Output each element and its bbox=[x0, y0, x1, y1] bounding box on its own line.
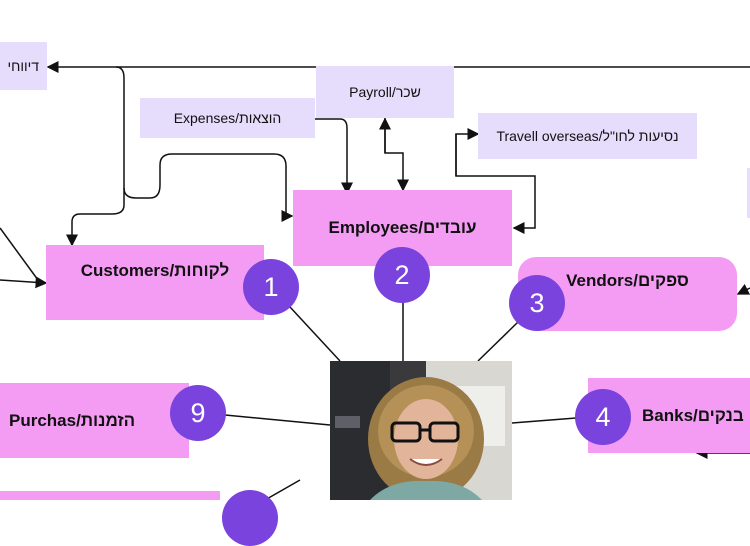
node-bottom-partial bbox=[0, 491, 220, 500]
node-employees-label: Employees/עובדים bbox=[328, 218, 477, 237]
number-badge-3-label: 3 bbox=[529, 287, 545, 318]
node-purchases: Purchas/הזמנות bbox=[0, 383, 189, 458]
node-expenses: Expenses/הוצאות bbox=[140, 98, 315, 138]
node-travel: Travell overseas/נסיעות לחו"ל bbox=[478, 113, 697, 159]
node-travel-label: Travell overseas/נסיעות לחו"ל bbox=[496, 128, 679, 144]
node-payroll: Payroll/שכר bbox=[316, 66, 454, 118]
number-badge-1: 1 bbox=[243, 259, 299, 315]
node-reports-label: דיווחי bbox=[7, 58, 39, 74]
number-badge-3: 3 bbox=[509, 275, 565, 331]
node-reports: דיווחי bbox=[0, 42, 47, 90]
arrow-to-travel bbox=[455, 128, 480, 176]
arrow-payroll-to-employees bbox=[384, 118, 409, 192]
number-badge-partial bbox=[222, 490, 278, 546]
number-badge-9: 9 bbox=[170, 385, 226, 441]
arrow-left-to-customers bbox=[0, 276, 48, 289]
profile-photo bbox=[330, 361, 512, 500]
node-banks-label: Banks/בנקים bbox=[642, 405, 744, 425]
number-badge-2-label: 2 bbox=[394, 259, 410, 290]
number-badge-4-label: 4 bbox=[595, 401, 611, 432]
node-expenses-label: Expenses/הוצאות bbox=[173, 110, 282, 126]
arrow-to-customers bbox=[66, 66, 125, 247]
number-badge-2: 2 bbox=[374, 247, 430, 303]
node-vendors-label: Vendors/ספקים bbox=[566, 271, 689, 290]
number-badge-4: 4 bbox=[575, 389, 631, 445]
number-badge-9-label: 9 bbox=[190, 397, 206, 428]
arrow-to-vendors bbox=[736, 283, 750, 295]
arrow-expenses-to-employees bbox=[310, 118, 353, 195]
node-customers-label: Customers/לקוחות bbox=[80, 261, 230, 280]
node-purchases-label: Purchas/הזמנות bbox=[9, 410, 136, 430]
number-badge-1-label: 1 bbox=[263, 271, 279, 302]
portrait-illustration bbox=[330, 361, 512, 500]
node-payroll-label: Payroll/שכר bbox=[349, 84, 421, 100]
node-customers: Customers/לקוחות bbox=[46, 245, 264, 320]
connector-lines bbox=[0, 61, 750, 500]
node-right-edge bbox=[747, 168, 750, 218]
arrow-customers-to-employees bbox=[123, 153, 294, 222]
